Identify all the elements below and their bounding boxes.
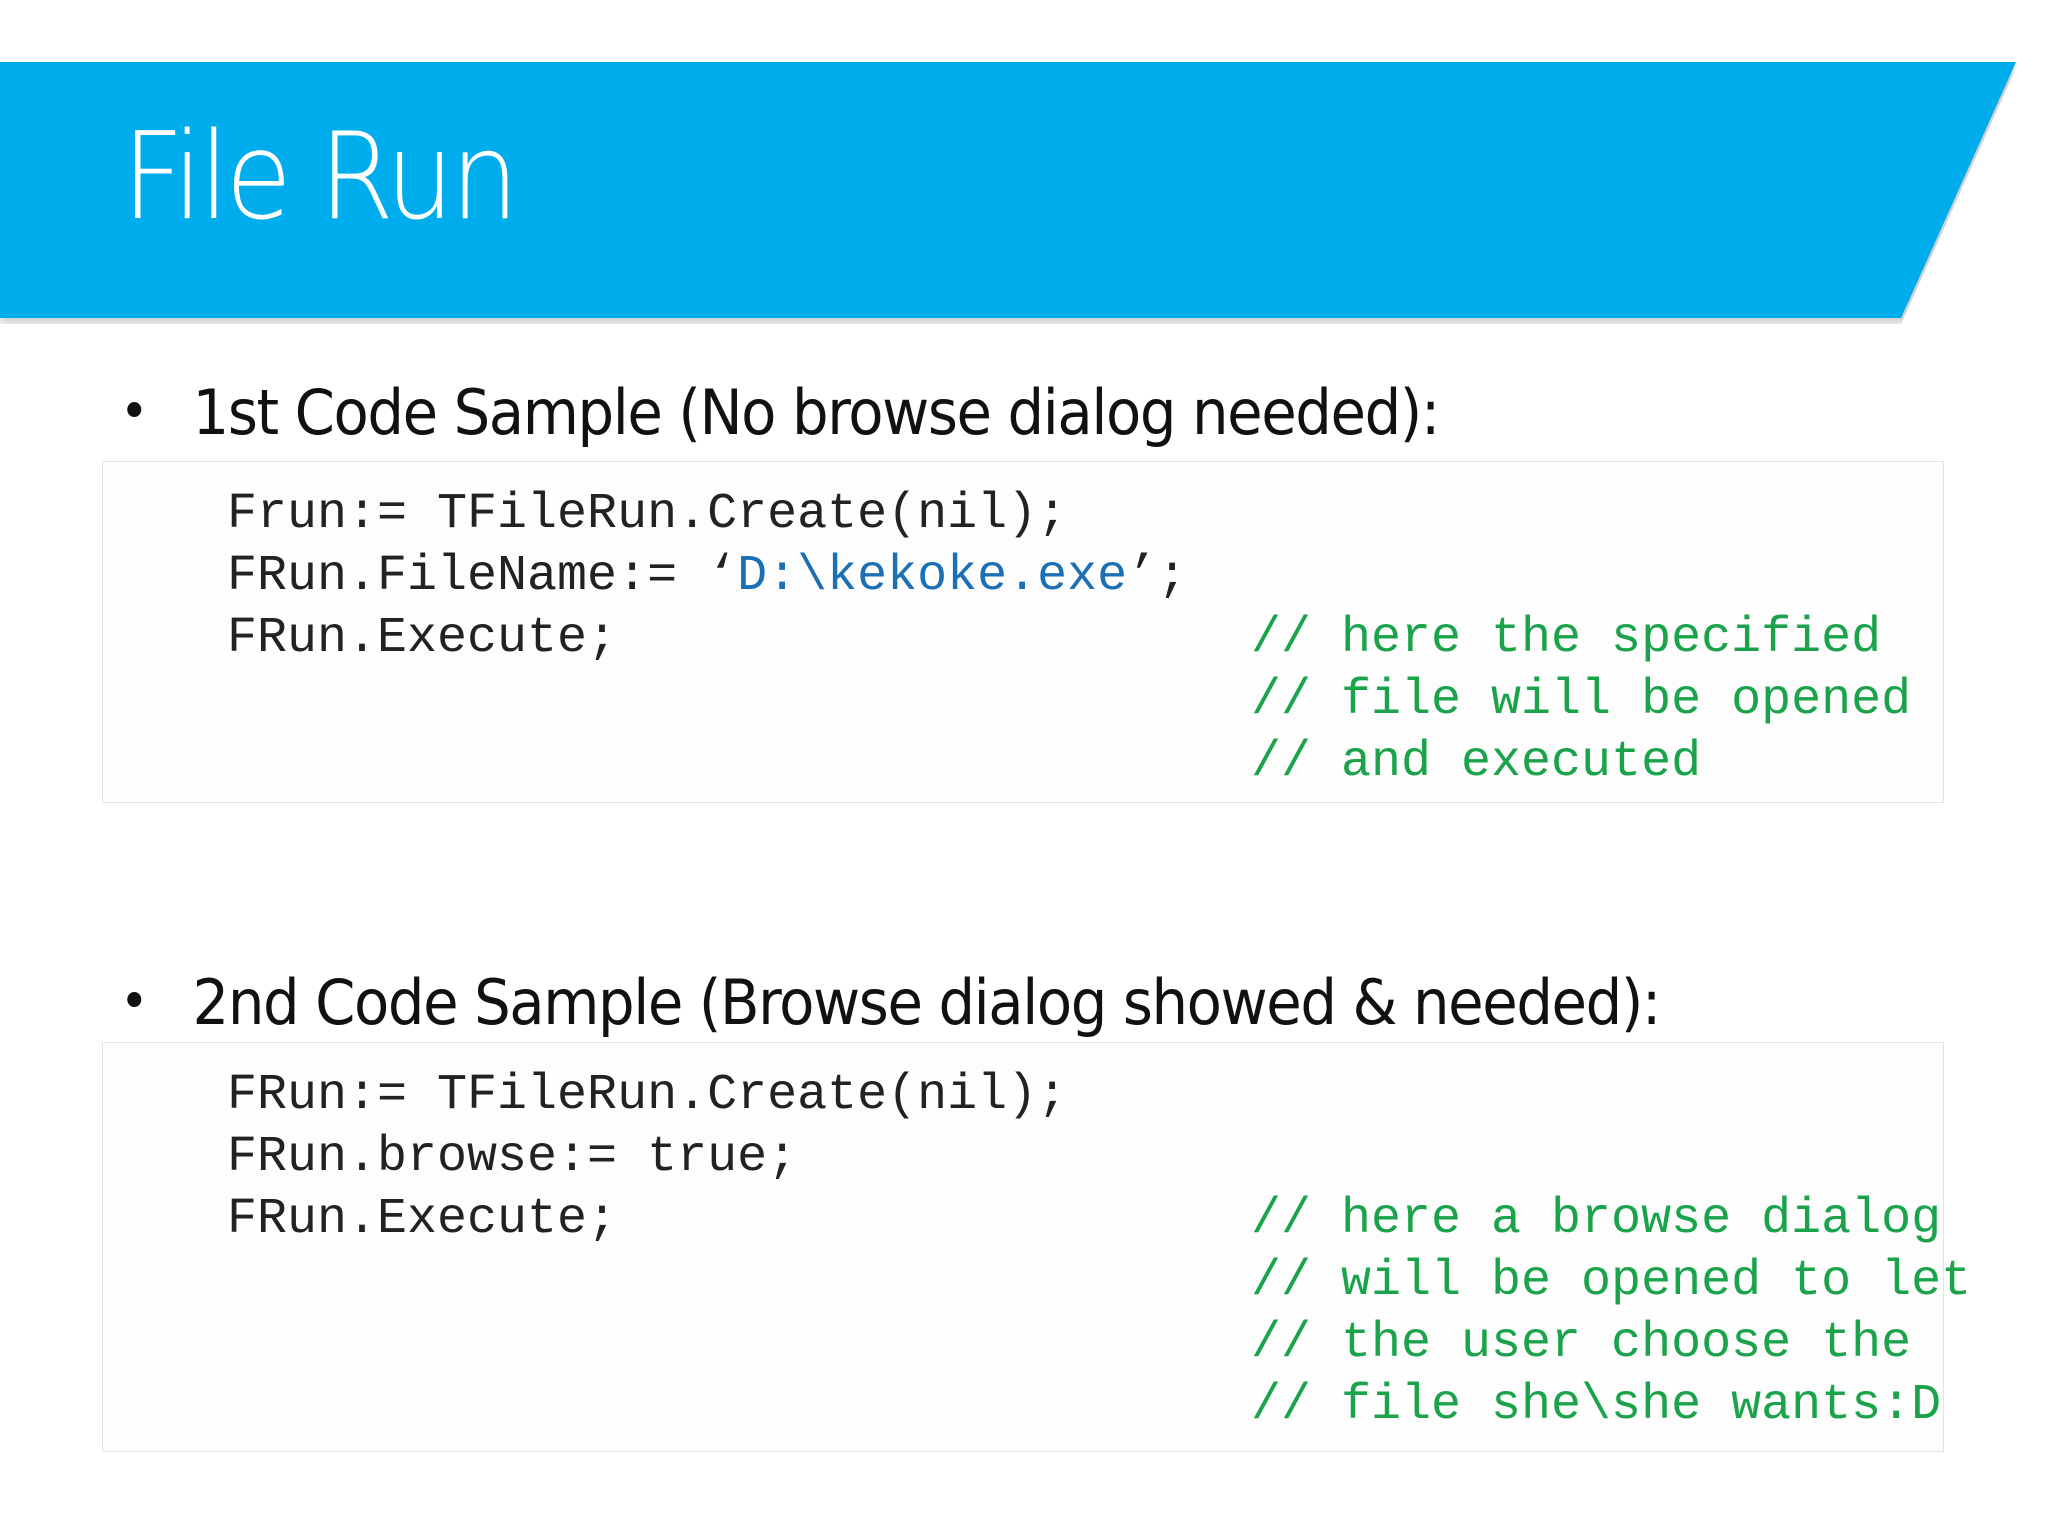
code-text: FRun:= TFileRun.Create(nil); [227, 1067, 1068, 1124]
code-text: Frun:= TFileRun.Create(nil); [227, 486, 1068, 543]
bullet-1: • 1st Code Sample (No browse dialog need… [120, 372, 1441, 452]
code-comment: // here the specified [1251, 610, 1882, 667]
bullet-dot-icon: • [120, 972, 149, 1032]
code-comment: // file she\she wants:D [1251, 1377, 1942, 1434]
code-comment: // file will be opened [1251, 672, 1912, 729]
code-block-2: FRun:= TFileRun.Create(nil); FRun.browse… [102, 1042, 1971, 1452]
code-line: Frun:= TFileRun.Create(nil); [227, 484, 1067, 546]
code-comment: // here a browse dialog [1251, 1191, 1942, 1248]
code-text: FRun.FileName:= ‘ [227, 548, 738, 605]
bullet-1-text: 1st Code Sample (No browse dialog needed… [192, 375, 1441, 449]
code-text: FRun.Execute; [227, 1191, 618, 1248]
title-banner [0, 62, 2016, 318]
code-text: FRun.browse:= true; [227, 1129, 798, 1186]
code-line: FRun.Execute; [227, 608, 617, 670]
code-line: FRun.browse:= true; [227, 1127, 797, 1189]
code-text: FRun.Execute; [227, 610, 618, 667]
bullet-dot-icon: • [120, 382, 149, 442]
code-comment: // the user choose the [1251, 1315, 1912, 1372]
code-line: FRun.Execute; [227, 1189, 617, 1251]
code-line: FRun.FileName:= ‘D:\kekoke.exe’; [227, 546, 1187, 608]
code-line: FRun:= TFileRun.Create(nil); [227, 1065, 1067, 1127]
code-comment: // and executed [1251, 734, 1702, 791]
code-text: ’; [1127, 548, 1188, 605]
slide-title: File Run [122, 108, 519, 247]
code-block-1: Frun:= TFileRun.Create(nil); FRun.FileNa… [102, 461, 1944, 803]
code-string: D:\kekoke.exe [737, 548, 1128, 605]
bullet-2: • 2nd Code Sample (Browse dialog showed … [120, 962, 1662, 1042]
bullet-2-text: 2nd Code Sample (Browse dialog showed & … [192, 965, 1662, 1039]
code-comment: // will be opened to let [1251, 1253, 1972, 1310]
